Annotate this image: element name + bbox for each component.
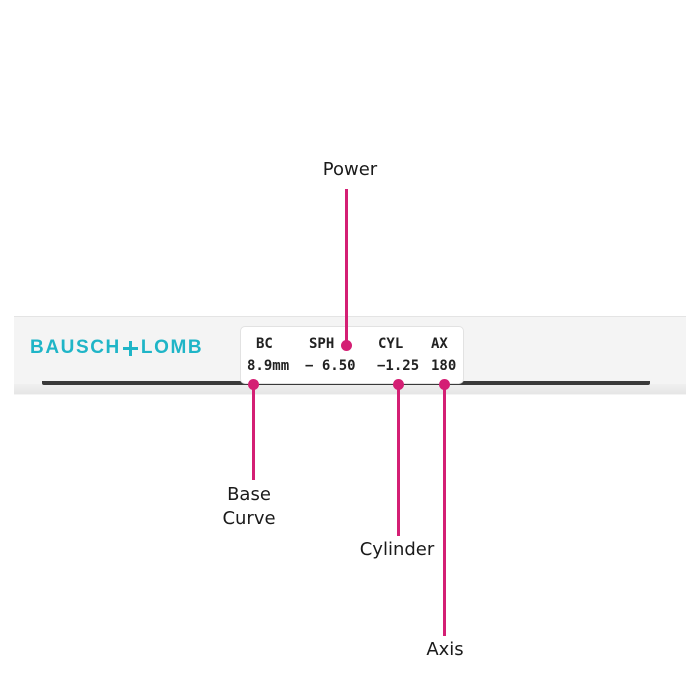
header-bc: BC: [256, 336, 273, 352]
callout-cylinder-label: Cylinder: [359, 539, 435, 560]
callout-cylinder-line: [397, 384, 400, 536]
header-cyl: CYL: [378, 336, 404, 352]
callout-base-curve-label: Base Curve: [210, 483, 288, 531]
value-sph: − 6.50: [305, 358, 356, 374]
box-bottom-edge: [14, 384, 686, 394]
header-ax: AX: [431, 336, 448, 352]
callout-power-dot: [341, 340, 352, 351]
callout-power-line: [345, 189, 348, 345]
prescription-label: [240, 326, 464, 384]
callout-base-curve-line: [252, 384, 255, 480]
callout-base-curve-line2: Curve: [222, 508, 276, 529]
brand-name-right: LOMB: [140, 337, 204, 358]
callout-axis-line: [443, 384, 446, 636]
callout-base-curve-line1: Base: [227, 484, 271, 505]
callout-axis-label: Axis: [426, 639, 464, 660]
plus-icon: [122, 340, 138, 356]
value-ax: 180: [431, 358, 457, 374]
callout-power-label: Power: [322, 159, 378, 180]
brand-logo: BAUSCH LOMB: [30, 336, 203, 360]
header-sph: SPH: [309, 336, 335, 352]
value-bc: 8.9mm: [247, 358, 290, 374]
value-cyl: −1.25: [377, 358, 420, 374]
brand-name-left: BAUSCH: [30, 337, 121, 358]
